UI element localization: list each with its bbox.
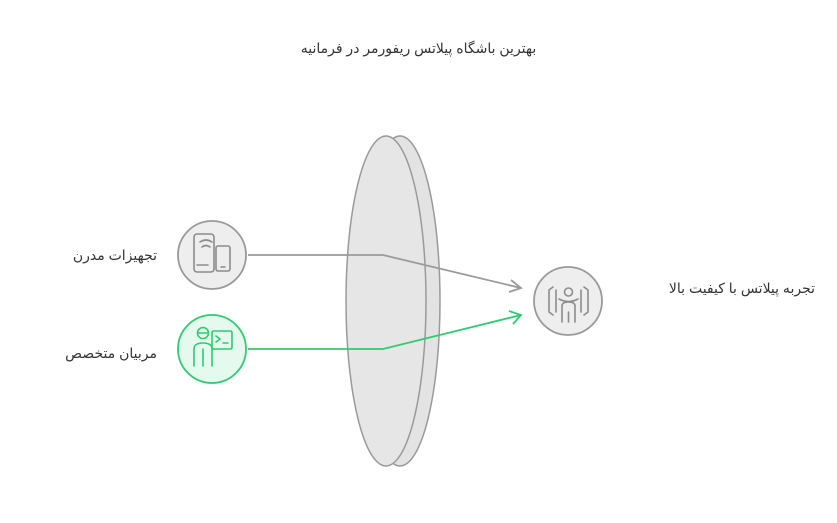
node-equipment: [177, 220, 247, 290]
node-trainers: [177, 314, 247, 384]
label-trainers: مربیان متخصص: [65, 345, 157, 361]
label-equipment: تجهیزات مدرن: [72, 247, 157, 263]
label-result: تجربه پیلاتس با کیفیت بالا: [668, 280, 815, 296]
devices-icon: [193, 233, 231, 273]
person-scan-icon: [548, 286, 589, 323]
trainer-icon: [193, 326, 233, 367]
lens: [345, 135, 441, 467]
connector-equipment: [248, 254, 522, 289]
diagram-title: بهترین باشگاه پیلاتس ریفورمر در فرمانیه: [300, 40, 537, 56]
arrowhead-trainers: [508, 310, 523, 325]
node-result: [533, 266, 603, 336]
connector-trainers: [248, 314, 522, 350]
arrowhead-equipment: [508, 279, 523, 293]
